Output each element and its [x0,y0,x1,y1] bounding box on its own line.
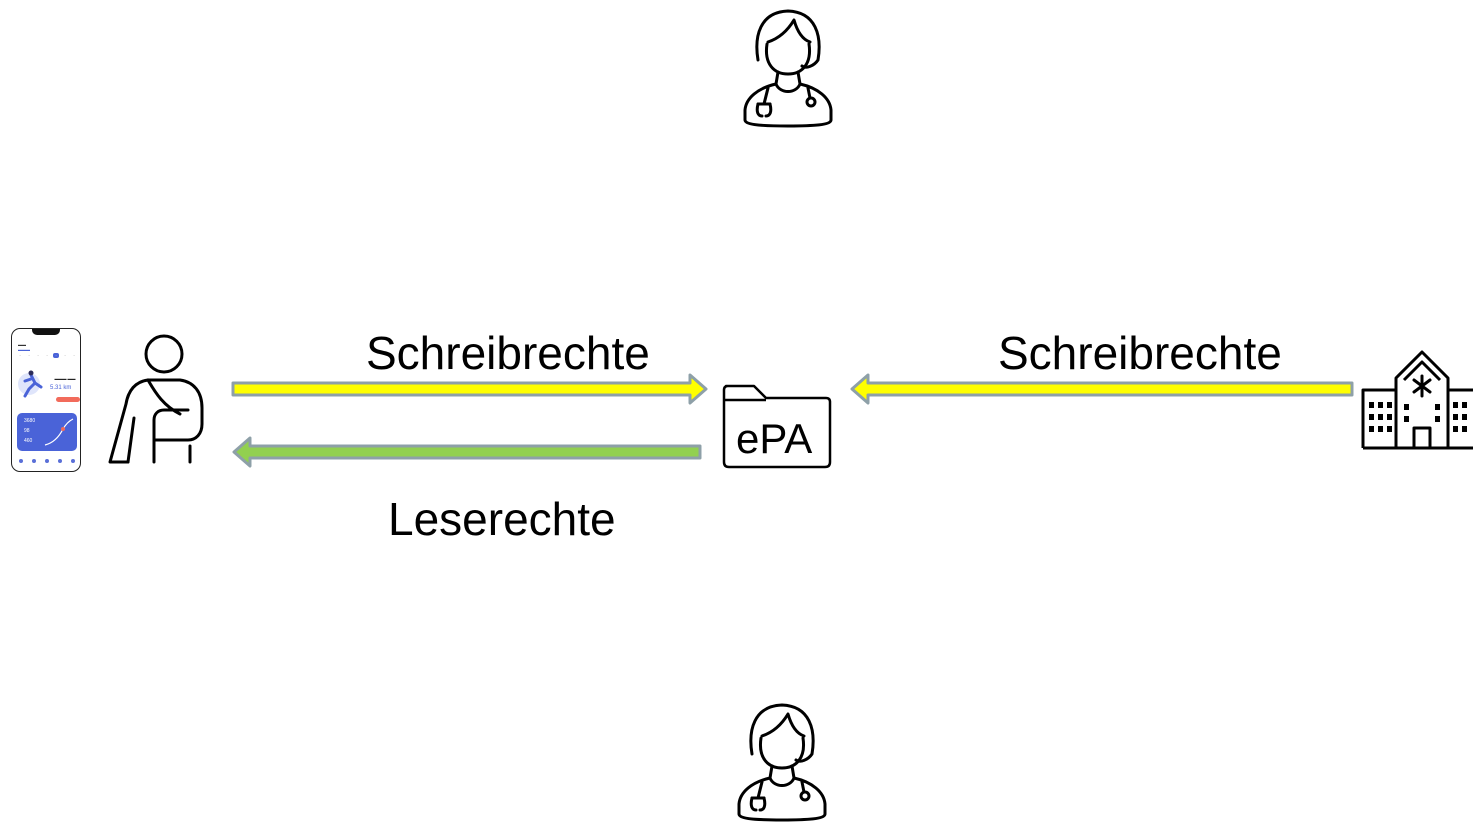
phone-stats-card: 3680 98 460 [17,413,77,451]
phone-greeting-line: ▬▬ [18,342,26,347]
phone-chart-line [44,418,74,446]
write-arrow-patient-to-epa [231,373,708,405]
phone-day: · [46,353,48,358]
doctor-icon [740,6,836,128]
phone-day: · [19,353,21,358]
phone-run-text: ▬▬▬ ▬▬ [54,376,76,381]
edge-label-write-patient: Schreibrechte [366,327,650,379]
phone-nav-dot [58,459,62,463]
edge-label-read-patient: Leserechte [388,493,616,545]
smartphone-icon: ▬▬ ▬▬▬ · · · · · · · ▬▬▬ ▬▬ 5.31 km 3680… [11,328,81,472]
phone-nav-dot [19,459,23,463]
phone-stat-heart: 98 [24,428,30,434]
hospital-icon [1360,348,1474,452]
epa-label: ePA [736,415,813,462]
phone-nav-bar [19,459,75,463]
phone-km-value: 5.31 km [50,385,72,391]
phone-stat-calories: 460 [24,438,33,444]
folder-icon: ePA [720,382,834,470]
phone-stat-steps: 3680 [24,418,36,424]
runner-illustration-icon [17,369,49,399]
phone-action-button [56,397,80,402]
phone-day-selected: · [53,353,59,358]
phone-notch [32,329,60,335]
phone-day: · [64,353,66,358]
read-arrow-epa-to-patient [232,436,702,468]
phone-greeting-name: ▬▬▬ [18,347,30,352]
phone-nav-dot [45,459,49,463]
write-arrow-hospital-to-epa [850,373,1354,405]
phone-day: · [37,353,39,358]
phone-day: · [73,353,75,358]
phone-nav-dot [71,459,75,463]
patient-with-sling-icon [104,334,208,468]
edge-label-write-hospital: Schreibrechte [998,327,1282,379]
phone-day: · [28,353,30,358]
phone-day-row: · · · · · · · [17,353,77,358]
doctor-icon [734,700,830,822]
phone-nav-dot [32,459,36,463]
